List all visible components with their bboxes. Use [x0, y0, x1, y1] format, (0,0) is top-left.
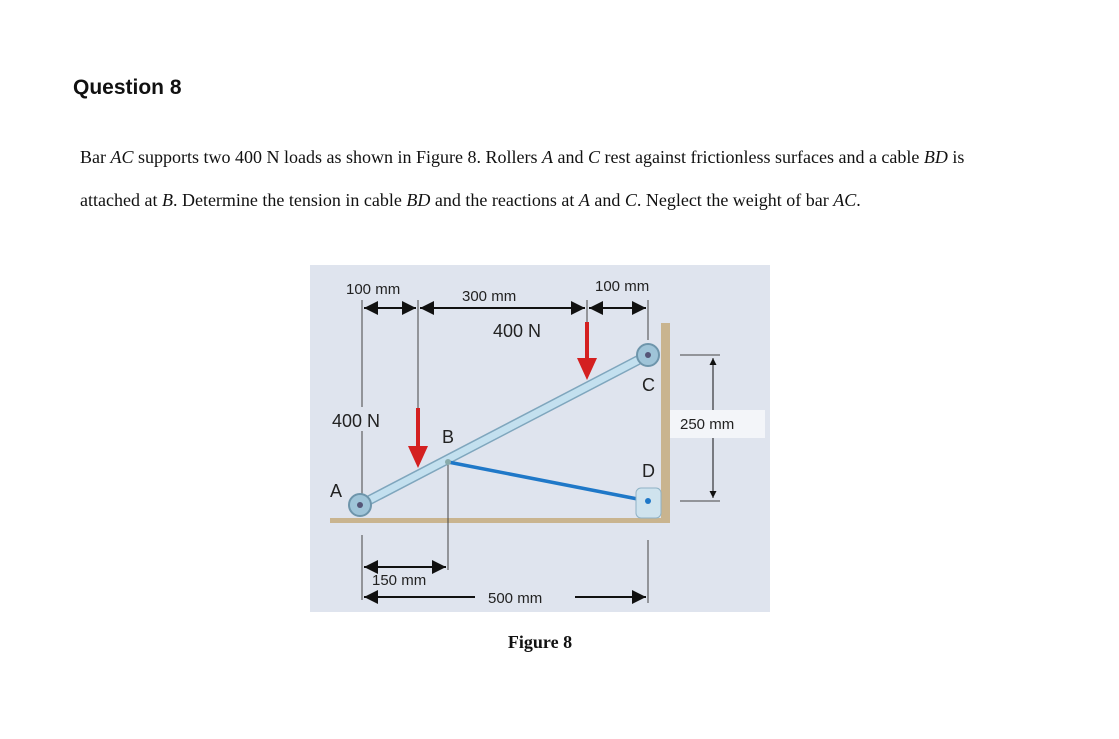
load-label-right: 400 N	[493, 321, 541, 341]
point-c-label: C	[642, 375, 655, 395]
wall	[661, 323, 670, 523]
floor	[330, 518, 670, 523]
dim-bottom-b: 150 mm	[372, 572, 426, 589]
question-title: Question 8	[73, 76, 182, 99]
question-text: Bar AC supports two 400 N loads as shown…	[80, 147, 965, 210]
load-label-left: 400 N	[332, 411, 380, 431]
dim-top-right: 100 mm	[595, 278, 649, 295]
point-a-label: A	[330, 481, 342, 501]
roller-c	[636, 343, 660, 367]
cable-bd	[447, 460, 649, 503]
dim-top-left: 100 mm	[346, 281, 400, 298]
figure-background	[310, 265, 770, 612]
point-b-label: B	[442, 427, 454, 447]
load-arrow-left	[408, 408, 428, 468]
dim-top-mid: 300 mm	[462, 288, 516, 305]
point-d-label: D	[642, 461, 655, 481]
dim-bottom-total: 500 mm	[488, 590, 542, 607]
extension-lines	[361, 300, 720, 603]
figure-caption: Figure 8	[507, 632, 573, 652]
dimension-lines	[364, 301, 646, 604]
dim-height: 250 mm	[680, 416, 734, 433]
load-arrow-right	[577, 322, 597, 380]
roller-a	[348, 493, 372, 517]
